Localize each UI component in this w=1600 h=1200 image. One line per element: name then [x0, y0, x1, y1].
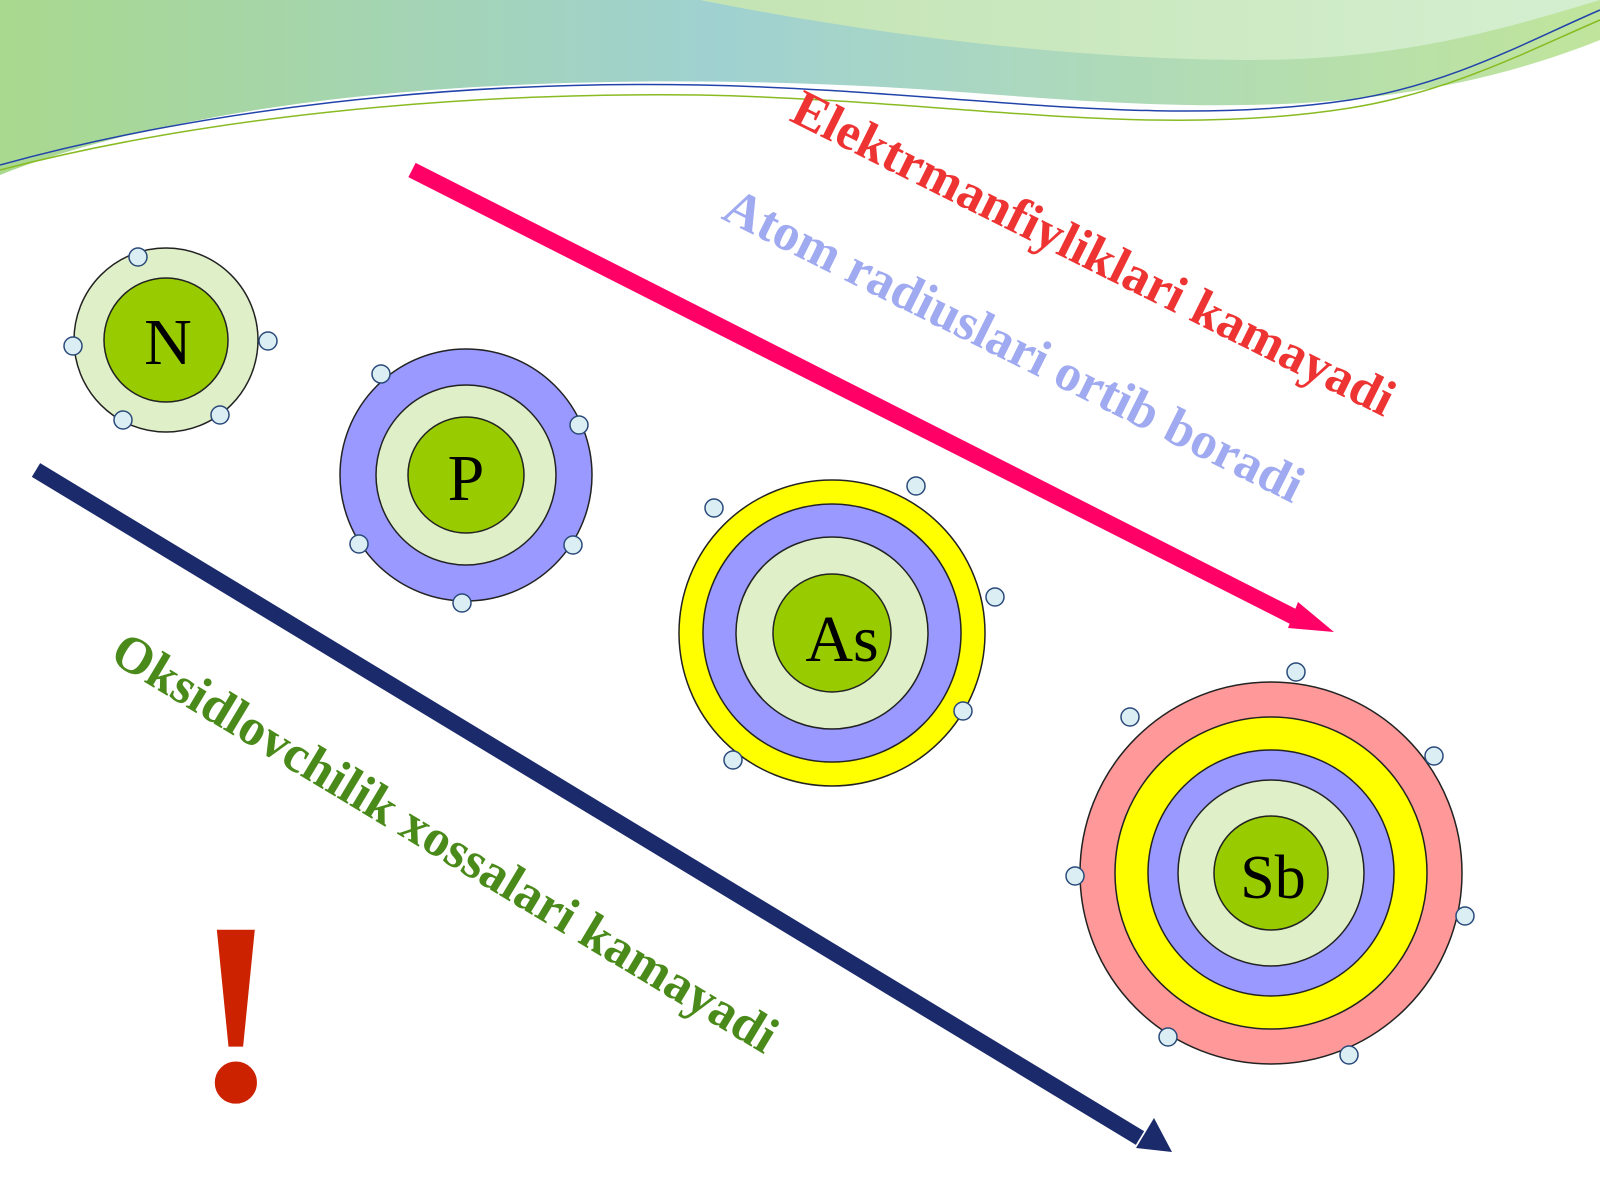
electron [63, 336, 83, 356]
electron [985, 587, 1005, 607]
electron [349, 534, 369, 554]
nucleus [772, 573, 892, 693]
electrons [1065, 662, 1475, 1065]
element-symbol: Sb [1240, 844, 1305, 912]
nucleus [407, 416, 525, 534]
electron [128, 247, 148, 267]
electron [371, 364, 391, 384]
electron [1286, 662, 1306, 682]
electron [113, 410, 133, 430]
atom-phosphorus: P [339, 348, 593, 613]
nucleus [1213, 815, 1329, 931]
electron [1339, 1045, 1359, 1065]
header-wave-decoration [0, 0, 1600, 175]
atom-arsenic: As [678, 476, 1005, 787]
exclamation-mark: ! [193, 869, 280, 1157]
electron [452, 593, 472, 613]
electron [1158, 1027, 1178, 1047]
electron [1120, 707, 1140, 727]
electron [953, 701, 973, 721]
electrons [349, 364, 589, 613]
atom-nitrogen: N [63, 247, 278, 433]
element-symbol: As [805, 603, 878, 676]
electron [569, 415, 589, 435]
electron [906, 476, 926, 496]
element-symbol: N [144, 306, 192, 379]
electron [723, 750, 743, 770]
electron [210, 405, 230, 425]
electron [704, 498, 724, 518]
electron [563, 535, 583, 555]
trend-arrow-bottom [31, 463, 1172, 1152]
atom-antimony: Sb [1065, 662, 1475, 1065]
electron [1065, 866, 1085, 886]
electron [1424, 746, 1444, 766]
electron [1455, 906, 1475, 926]
electron [258, 331, 278, 351]
electrons [704, 476, 1005, 770]
trend-arrow-top [408, 162, 1334, 632]
nucleus [103, 277, 229, 403]
electrons [63, 247, 278, 430]
element-symbol: P [448, 442, 485, 515]
